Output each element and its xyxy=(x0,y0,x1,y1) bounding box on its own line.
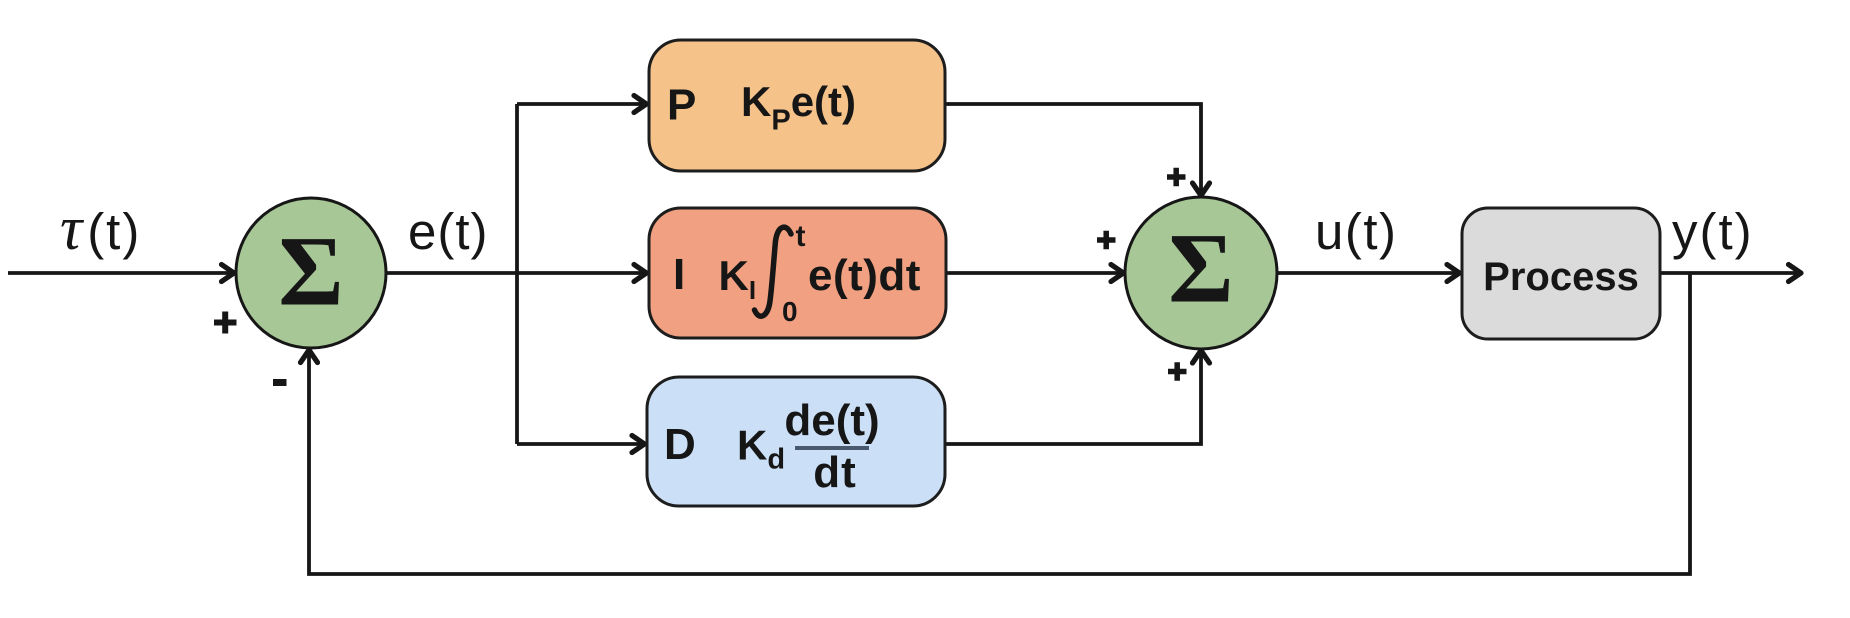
svg-text:I: I xyxy=(673,250,685,299)
svg-text:dt: dt xyxy=(813,448,857,497)
svg-text:de(t): de(t) xyxy=(784,396,879,445)
svg-text:Σ: Σ xyxy=(1168,213,1233,324)
svg-text:t: t xyxy=(796,220,806,253)
svg-text:D: D xyxy=(664,420,696,469)
svg-text:e(t)dt: e(t)dt xyxy=(808,251,921,300)
svg-text:y(t): y(t) xyxy=(1672,203,1754,260)
svg-text:τ(t): τ(t) xyxy=(60,195,141,263)
svg-text:P: P xyxy=(667,81,696,130)
svg-text:e(t): e(t) xyxy=(408,203,489,260)
svg-text:0: 0 xyxy=(782,296,798,327)
svg-text:Kd: Kd xyxy=(737,422,785,476)
svg-text:Σ: Σ xyxy=(278,216,343,327)
svg-text:u(t): u(t) xyxy=(1315,203,1398,260)
svg-text:Process: Process xyxy=(1483,255,1639,299)
